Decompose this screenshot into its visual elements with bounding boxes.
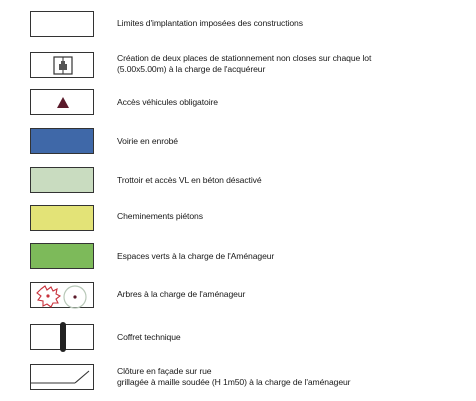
- legend-label: Arbres à la charge de l'aménageur: [117, 289, 246, 299]
- legend-label: Cheminements piétons: [117, 211, 203, 221]
- parking-box-symbol: [30, 52, 94, 78]
- legend-label-line1: Clôture en façade sur rue: [117, 366, 212, 376]
- legend-label-line2: (5.00x5.00m) à la charge de l'acquéreur: [117, 64, 266, 74]
- tree-box-symbol: [30, 282, 94, 309]
- legend-label: Accès véhicules obligatoire: [117, 97, 218, 107]
- legend-label: Espaces verts à la charge de l'Aménageur: [117, 251, 275, 261]
- access-box-symbol: [30, 89, 94, 115]
- tree-icon: [36, 285, 87, 309]
- trottoir-swatch: [30, 167, 94, 193]
- post-icon: [60, 322, 66, 352]
- fence-icon: [31, 370, 90, 384]
- legend-label: Voirie en enrobé: [117, 136, 178, 146]
- coffret-box-symbol: [30, 322, 94, 352]
- triangle-icon: [57, 97, 69, 108]
- fence-box-symbol: [30, 364, 94, 390]
- legend-label-line2: grillagée à maille soudée (H 1m50) à la …: [117, 377, 351, 387]
- parking-icon: [53, 56, 73, 75]
- legend-label-line1: Création de deux places de stationnement…: [117, 53, 372, 63]
- voirie-swatch: [30, 128, 94, 154]
- legend-label: Coffret technique: [117, 332, 181, 342]
- legend-label: Trottoir et accès VL en béton désactivé: [117, 175, 262, 185]
- cheminements-swatch: [30, 205, 94, 231]
- espaces-verts-swatch: [30, 243, 94, 269]
- legend-label: Limites d'implantation imposées des cons…: [117, 18, 303, 28]
- limits-box-symbol: [30, 11, 94, 37]
